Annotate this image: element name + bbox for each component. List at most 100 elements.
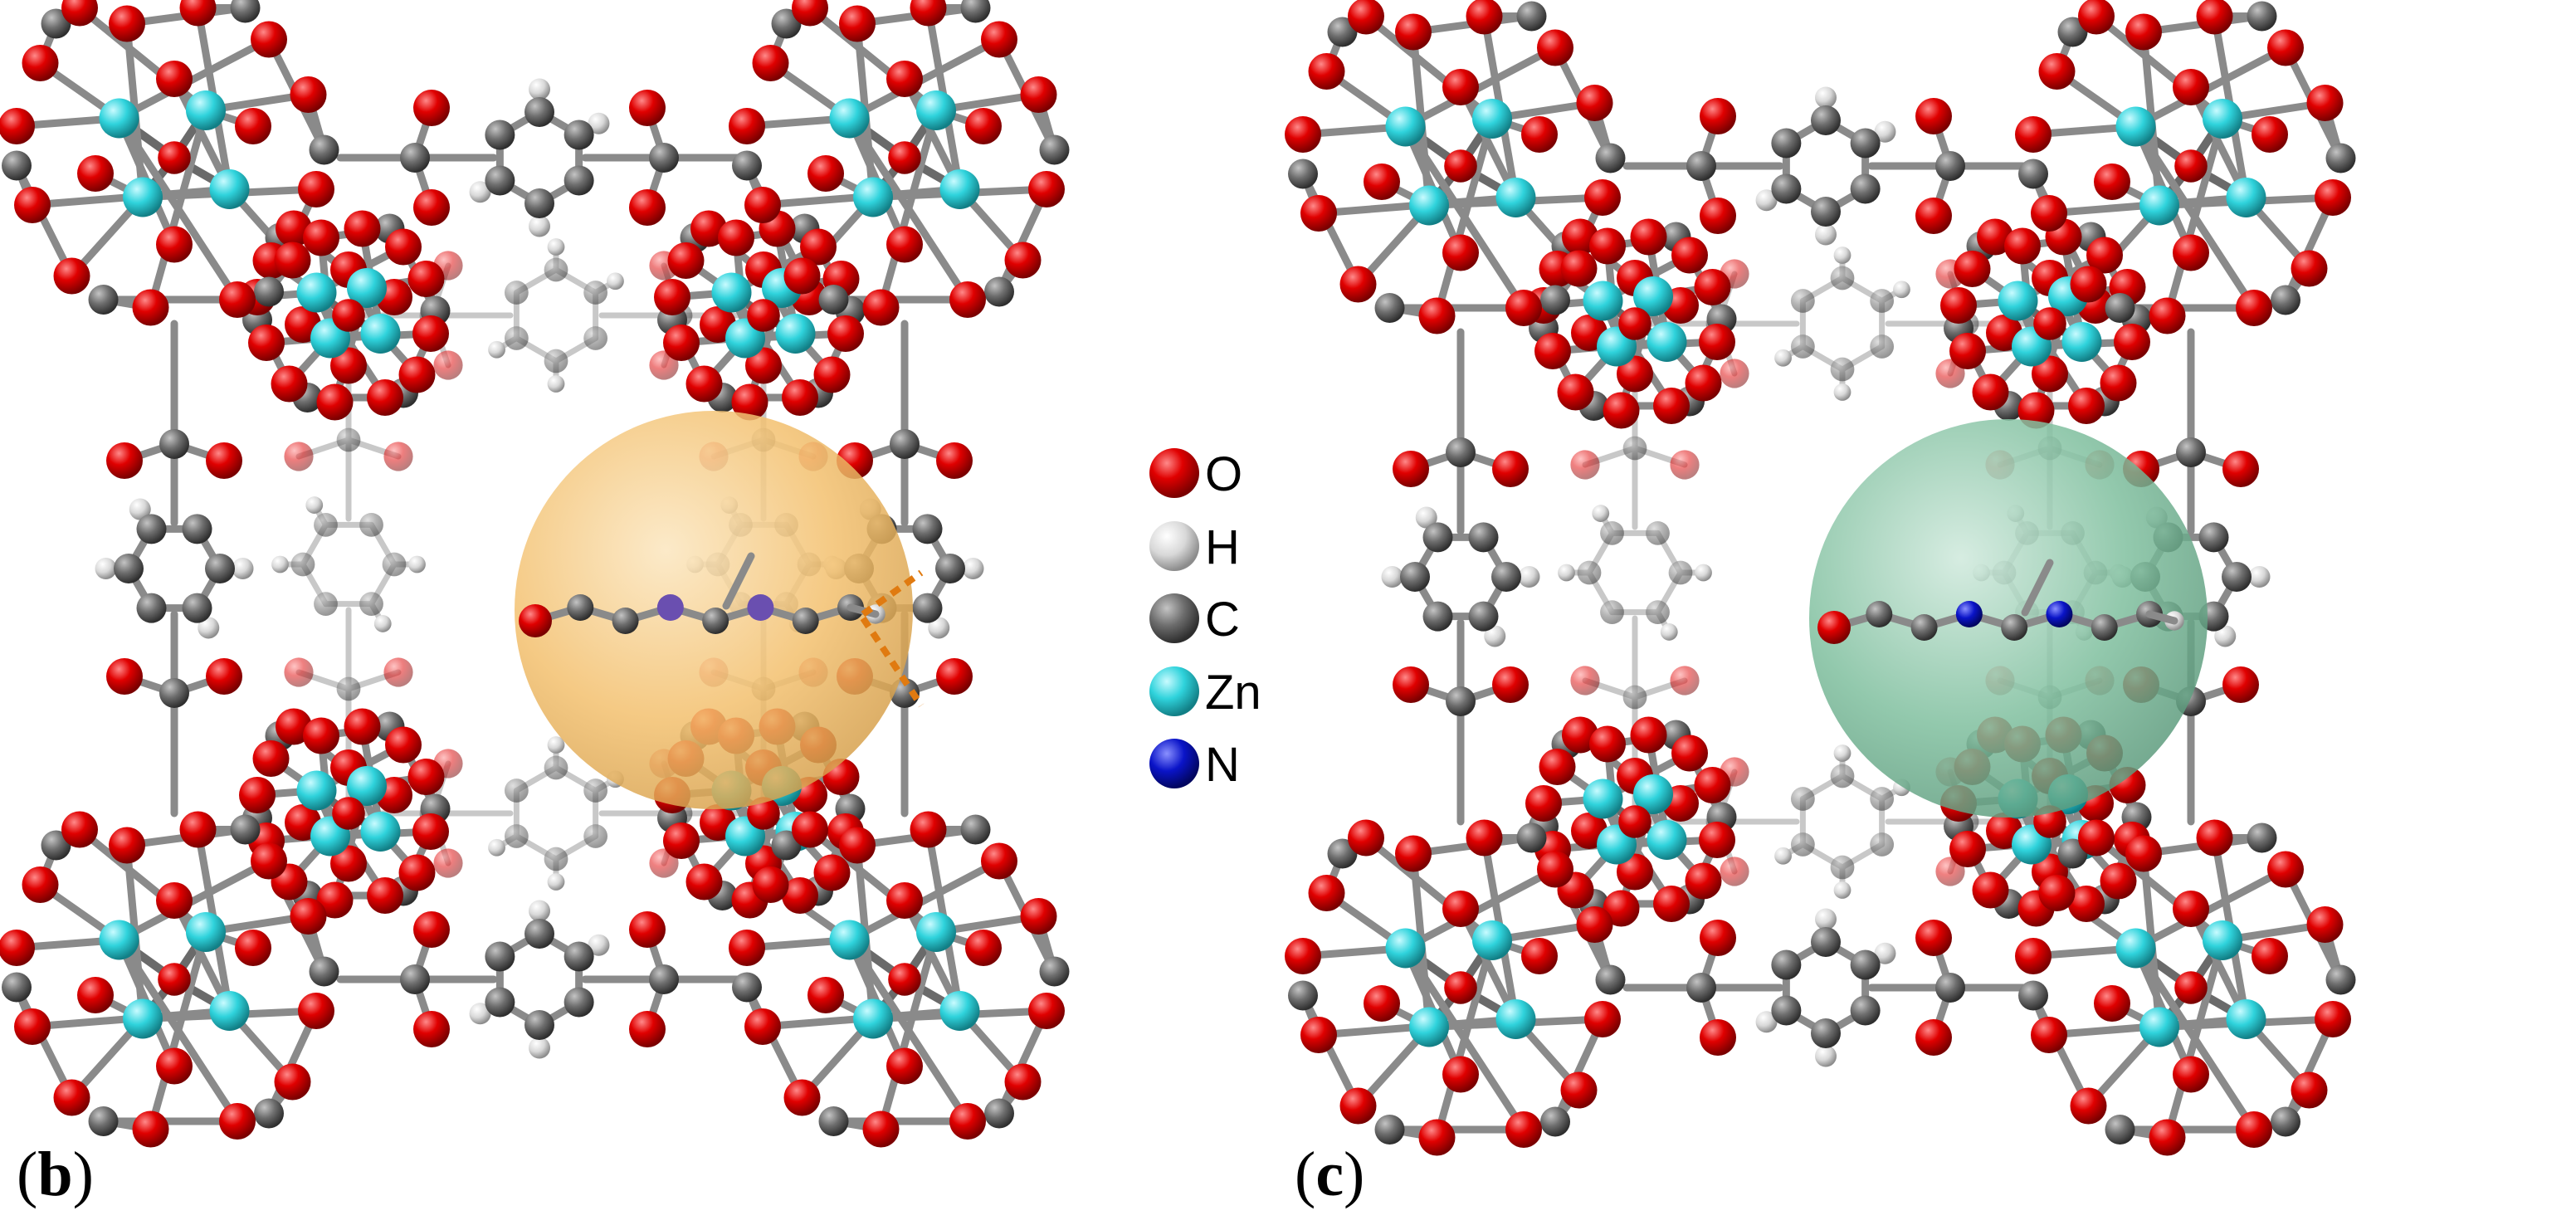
- guest-molecule: [519, 552, 886, 637]
- bond: [2281, 1015, 2337, 1125]
- atom-o: [398, 356, 436, 393]
- atom-o: [251, 842, 287, 880]
- atom-c: [1811, 1018, 1841, 1048]
- atom-o: [14, 187, 51, 223]
- atom-c: [1600, 520, 1624, 545]
- atom-o: [2173, 234, 2209, 271]
- atom-h: [1815, 908, 1837, 930]
- atom-h: [547, 375, 565, 393]
- atom-c: [649, 143, 679, 173]
- atom-c: [583, 824, 608, 848]
- bond: [1456, 905, 1520, 1023]
- atom-o: [981, 21, 1017, 58]
- atom-o: [936, 442, 973, 479]
- atom-n: [2046, 601, 2073, 627]
- atom-zn: [853, 998, 893, 1039]
- atom-o: [1395, 835, 1432, 872]
- atom-o: [407, 759, 445, 795]
- atom-c: [984, 1098, 1014, 1129]
- atom-c: [1422, 601, 1453, 632]
- atom-c: [1811, 197, 1841, 227]
- atom-o: [839, 5, 876, 42]
- atom-o: [2173, 69, 2209, 105]
- atom-o: [156, 61, 193, 97]
- atom-c: [230, 814, 261, 845]
- atom-o: [1618, 805, 1651, 838]
- atom-o: [1444, 149, 1477, 183]
- atom-c: [1468, 522, 1499, 553]
- atom-c: [1910, 614, 1938, 641]
- atom-c: [524, 97, 554, 127]
- atom-c: [159, 429, 189, 459]
- atom-c: [1374, 293, 1405, 323]
- atom-h: [488, 838, 505, 857]
- atom-c: [1790, 289, 1815, 313]
- atom-o: [1589, 227, 1626, 265]
- atom-o: [1492, 451, 1529, 487]
- atom-c: [2001, 614, 2028, 641]
- atom-o: [206, 442, 242, 479]
- atom-o: [2149, 297, 2186, 334]
- atom-c: [1686, 151, 1716, 181]
- atom-o: [156, 1047, 193, 1085]
- atom-zn: [1647, 820, 1687, 860]
- atom-o: [179, 0, 217, 27]
- bond: [1402, 866, 1559, 952]
- atom-o: [2196, 819, 2233, 857]
- atom-o: [1700, 98, 1736, 134]
- atom-o: [1395, 13, 1432, 51]
- atom-zn: [209, 169, 250, 209]
- atom-c: [254, 276, 284, 307]
- atom-o: [2222, 666, 2259, 703]
- atom-o: [1603, 392, 1640, 429]
- atom-o: [413, 90, 450, 126]
- bond: [2132, 866, 2290, 952]
- atom-o: [1630, 218, 1667, 256]
- atom-o: [744, 187, 781, 223]
- atom-c: [114, 554, 144, 583]
- atom-h: [529, 78, 550, 100]
- atom-o: [398, 854, 436, 891]
- atom-o: [718, 219, 754, 256]
- atom-h: [928, 617, 950, 639]
- atom-c: [1790, 832, 1815, 857]
- linker: [400, 90, 679, 226]
- atom-o: [248, 325, 285, 361]
- atom-o: [752, 866, 789, 903]
- atom-o: [965, 930, 1002, 966]
- atom-h: [408, 555, 426, 574]
- atom-o: [731, 383, 768, 421]
- atom-c: [1422, 522, 1453, 553]
- atom-o: [251, 21, 287, 58]
- atom-c: [792, 608, 819, 634]
- atom-c: [1039, 134, 1070, 165]
- atom-h: [95, 558, 117, 579]
- atom-o: [888, 141, 921, 174]
- atom-c: [290, 552, 315, 577]
- atom-o: [412, 315, 449, 352]
- atom-c: [1850, 949, 1881, 980]
- atom-c: [314, 592, 338, 617]
- atom-o: [2070, 1087, 2107, 1125]
- atom-o: [219, 1103, 256, 1140]
- atom-c: [159, 678, 189, 708]
- atom-o: [413, 189, 450, 226]
- atom-o: [219, 281, 256, 318]
- atom-o: [782, 379, 818, 416]
- bond: [170, 896, 233, 1015]
- atom-o: [839, 827, 876, 864]
- legend-item-carbon: C: [1149, 593, 1240, 647]
- atom-zn: [2203, 920, 2242, 960]
- atom-c: [1516, 822, 1547, 853]
- bond: [995, 185, 1051, 295]
- atom-o: [284, 657, 314, 687]
- atom-o: [949, 1103, 986, 1140]
- atom-o: [813, 854, 851, 891]
- atom-o: [156, 882, 193, 919]
- atom-o: [367, 379, 403, 416]
- atom-c: [1400, 562, 1430, 592]
- atom-c: [818, 1106, 849, 1136]
- legend-item-hydrogen: H: [1149, 520, 1240, 574]
- atom-o: [158, 963, 191, 996]
